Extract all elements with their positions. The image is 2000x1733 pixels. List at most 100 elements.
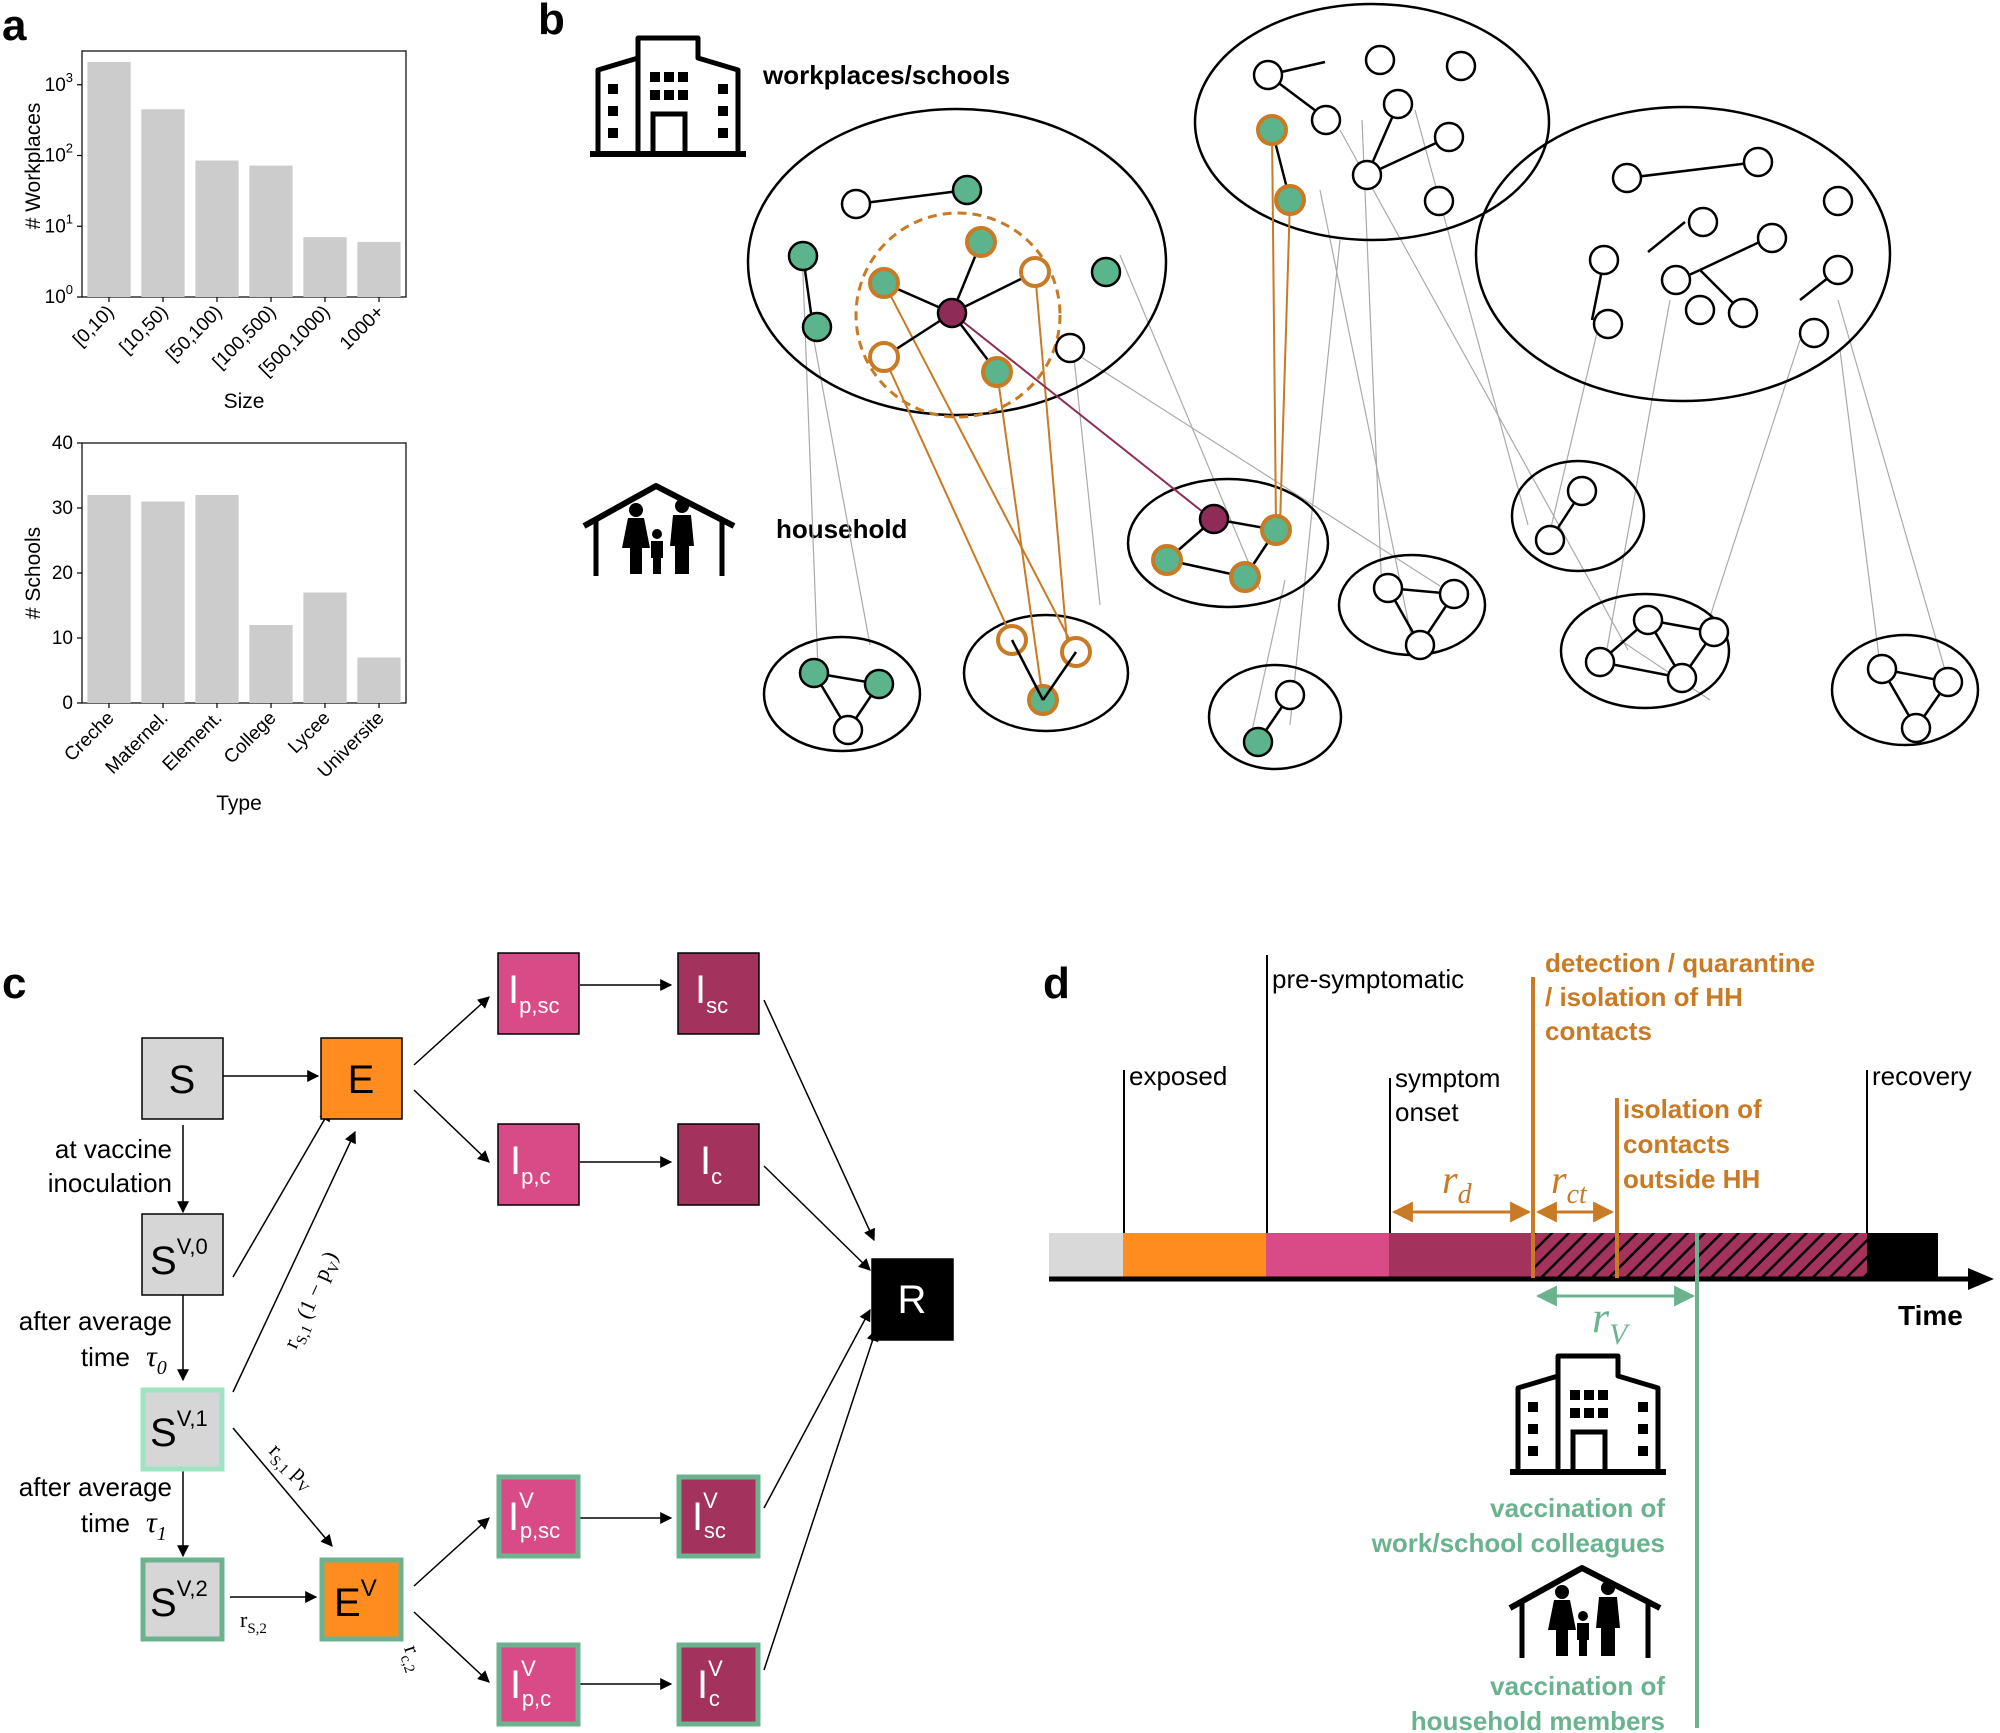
symptom-onset-label-1: symptom [1395, 1063, 1500, 1093]
tau1-label: τ1 [146, 1506, 167, 1545]
symptom-onset-label-2: onset [1395, 1097, 1459, 1127]
at-vaccine-label-2: inoculation [48, 1168, 172, 1198]
vacc-hh-label-1: vaccination of [1490, 1671, 1665, 1701]
label-SV0: SV,0 [150, 1234, 208, 1283]
tau0-label: τ0 [146, 1340, 167, 1379]
household-group-6 [762, 635, 922, 753]
household-group-4 [1559, 592, 1731, 710]
household-group-7 [962, 613, 1130, 733]
label-Ipsc: Ip,sc [508, 968, 559, 1018]
rate-rc2-label: rc,2 [394, 1642, 430, 1675]
network-nodes [832, 44, 1964, 746]
label-E: E [348, 1058, 375, 1102]
after-average-label-0a: after average [19, 1306, 172, 1336]
household-house-icon [584, 486, 734, 576]
box-IVpsc [496, 1474, 581, 1559]
after-average-label-0b: time [81, 1342, 130, 1372]
x-tick-label: Element. [159, 708, 227, 776]
workplaces-x-axis-label: Size [224, 390, 265, 413]
compartment-model: S E Ip,sc Isc Ip,c Ic SV,0 SV,1 SV,2 EV … [19, 952, 954, 1727]
detection-label-2: / isolation of HH [1545, 982, 1743, 1012]
household-group-8 [1207, 663, 1343, 771]
y-tick-label: 20 [52, 563, 73, 584]
vacc-work-label-1: vaccination of [1490, 1493, 1665, 1523]
bar-1 [141, 109, 185, 298]
rv-label: rV [1592, 1293, 1631, 1351]
presymptomatic-label: pre-symptomatic [1272, 964, 1464, 994]
timeline-isolated-segment [1533, 1233, 1867, 1278]
x-tick-label: [0,10) [69, 302, 118, 351]
chart-frame [81, 50, 407, 298]
label-SV2: SV,2 [150, 1576, 208, 1625]
timeline-susceptible-segment [1049, 1233, 1123, 1278]
household-group-1 [1126, 477, 1330, 609]
bar-3 [249, 165, 293, 297]
box-IVc [676, 1642, 761, 1727]
detection-label-3: contacts [1545, 1016, 1652, 1046]
box-R [871, 1258, 954, 1341]
x-tick-label: 1000+ [336, 302, 389, 355]
x-tick-label: College [220, 708, 280, 768]
timeline-exposed-segment [1123, 1233, 1266, 1278]
workplaces-size-chart: # Workplaces Size [0,10)[10,50)[50,100)[… [22, 50, 407, 413]
workplace-group-2 [1193, 2, 1551, 242]
isolation-label-2: contacts [1623, 1129, 1730, 1159]
vacc-work-label-2: work/school colleagues [1371, 1528, 1665, 1558]
bar-2 [195, 495, 239, 703]
timeline-presymptomatic-segment [1266, 1233, 1389, 1278]
timeline-recovered-segment [1867, 1233, 1938, 1278]
workplace-group-3 [1474, 105, 1892, 403]
after-average-label-1b: time [81, 1508, 130, 1538]
bar-3 [249, 625, 293, 703]
box-Isc [677, 952, 760, 1035]
panel-label-c: c [2, 959, 26, 1008]
bar-1 [141, 501, 185, 703]
workplaces-y-axis-label: # Workplaces [22, 103, 45, 230]
bar-2 [195, 160, 239, 297]
y-tick-label: 10 [52, 628, 73, 649]
y-tick-label: 30 [52, 498, 73, 519]
label-Ic: Ic [700, 1139, 722, 1189]
quarantine-circle [854, 211, 1062, 419]
schools-x-axis-label: Type [216, 792, 262, 815]
rd-label: rd [1442, 1157, 1473, 1210]
y-tick-label: 0 [62, 693, 73, 714]
label-R: R [898, 1278, 927, 1322]
label-Ipc: Ip,c [510, 1139, 550, 1189]
workplace-building-icon [590, 38, 746, 154]
schools-type-chart: # Schools Type CrecheMaternel.Element.Co… [22, 433, 407, 815]
exposed-label: exposed [1129, 1061, 1227, 1091]
household-group-2 [1510, 459, 1646, 573]
panel-label-d: d [1043, 959, 1070, 1008]
y-tick-label: 103 [45, 70, 73, 96]
label-SV1: SV,1 [150, 1406, 208, 1455]
y-tick-label: 100 [45, 282, 73, 308]
workplace-group-1 [746, 107, 1168, 417]
bar-4 [303, 237, 347, 297]
bar-0 [87, 495, 131, 703]
at-vaccine-label-1: at vaccine [55, 1134, 172, 1164]
box-EV [319, 1557, 404, 1642]
schools-y-axis-label: # Schools [22, 527, 45, 619]
label-Isc: Isc [695, 968, 728, 1018]
household-members-house-icon [1510, 1568, 1660, 1658]
rct-label: rct [1551, 1157, 1588, 1210]
label-S: S [169, 1058, 196, 1102]
label-EV: EV [334, 1575, 377, 1625]
bar-5 [357, 241, 401, 297]
workplaces-schools-label: workplaces/schools [762, 60, 1010, 90]
box-SV2 [140, 1557, 225, 1642]
x-tick-label: Lycee [284, 708, 334, 758]
household-group-5 [1830, 633, 1980, 747]
rate-rs2-label: rS,2 [240, 1607, 267, 1637]
isolation-label-3: outside HH [1623, 1164, 1760, 1194]
household-label: household [776, 514, 907, 544]
detection-label-1: detection / quarantine [1545, 948, 1815, 978]
timeline-symptomatic-segment [1389, 1233, 1533, 1278]
y-tick-label: 101 [45, 211, 73, 237]
bar-5 [357, 657, 401, 703]
